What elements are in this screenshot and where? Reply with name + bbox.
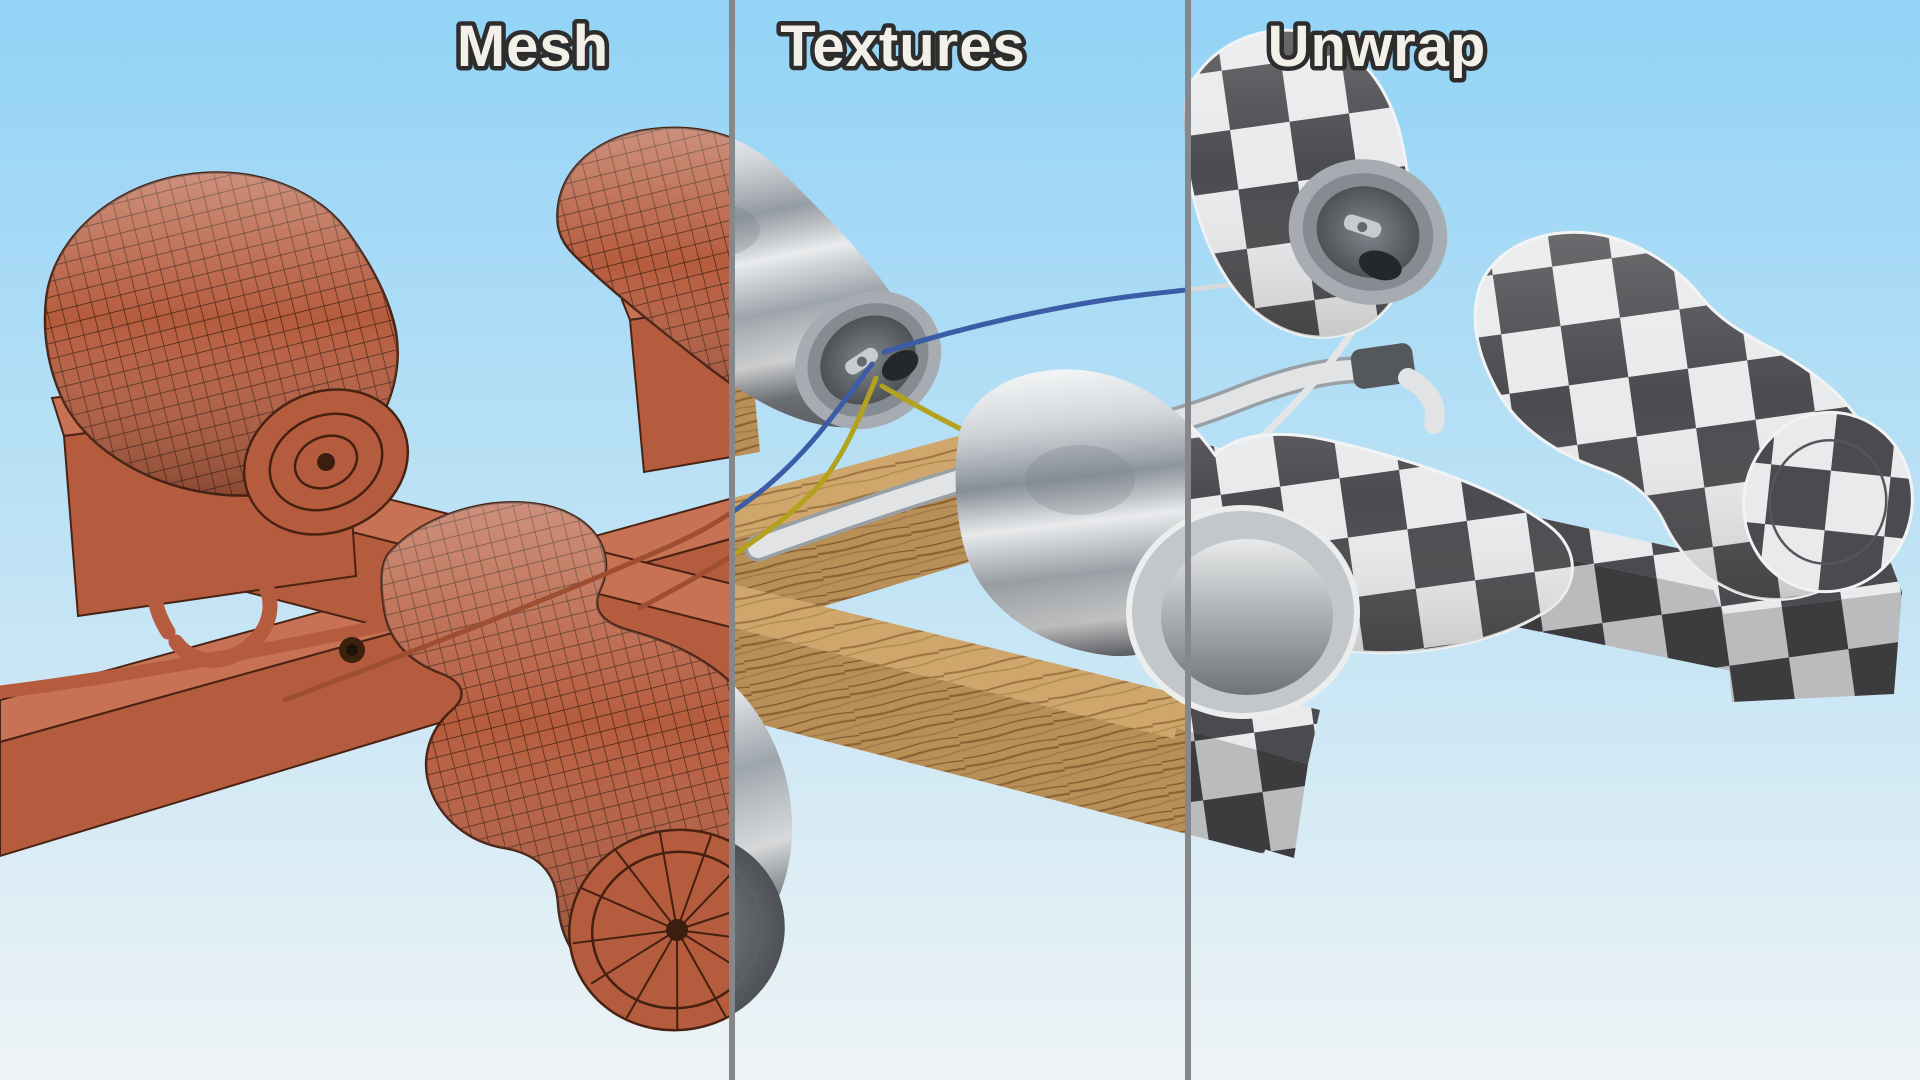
panel-label-textures: Textures (780, 14, 1025, 79)
can-center-bottom-face (732, 829, 785, 1031)
panel-layer (0, 28, 1914, 1032)
screw-bolt (339, 637, 365, 663)
yellow-wire-left (637, 552, 732, 611)
cross-end-cube-front (1188, 731, 1308, 858)
panel-divider-1 (729, 0, 735, 1080)
panel-label-mesh: Mesh (457, 14, 609, 79)
can-left-bottom-face (242, 388, 410, 536)
can-right-end-face (1742, 410, 1914, 594)
panel-divider-2 (1185, 0, 1191, 1080)
panel-tex (732, 87, 1188, 1031)
white-cable (1188, 343, 1445, 434)
cross-wood-beam (732, 583, 1188, 835)
blue-wire-left (732, 361, 875, 516)
handle-loop (147, 542, 278, 668)
blue-wire-left (282, 509, 732, 703)
beam-end-block-front (1724, 592, 1902, 702)
can-open-mouth (1126, 517, 1188, 707)
can-top-lid (794, 290, 942, 430)
can-open-mouth (1188, 505, 1360, 719)
cross-end-cube-front (1164, 728, 1188, 828)
yellow-wire-left (732, 375, 879, 559)
can-upper-right-lid (1288, 159, 1448, 305)
blue-wire-right (881, 287, 1188, 355)
panel-label-unwrap: Unwrap (1268, 14, 1487, 79)
